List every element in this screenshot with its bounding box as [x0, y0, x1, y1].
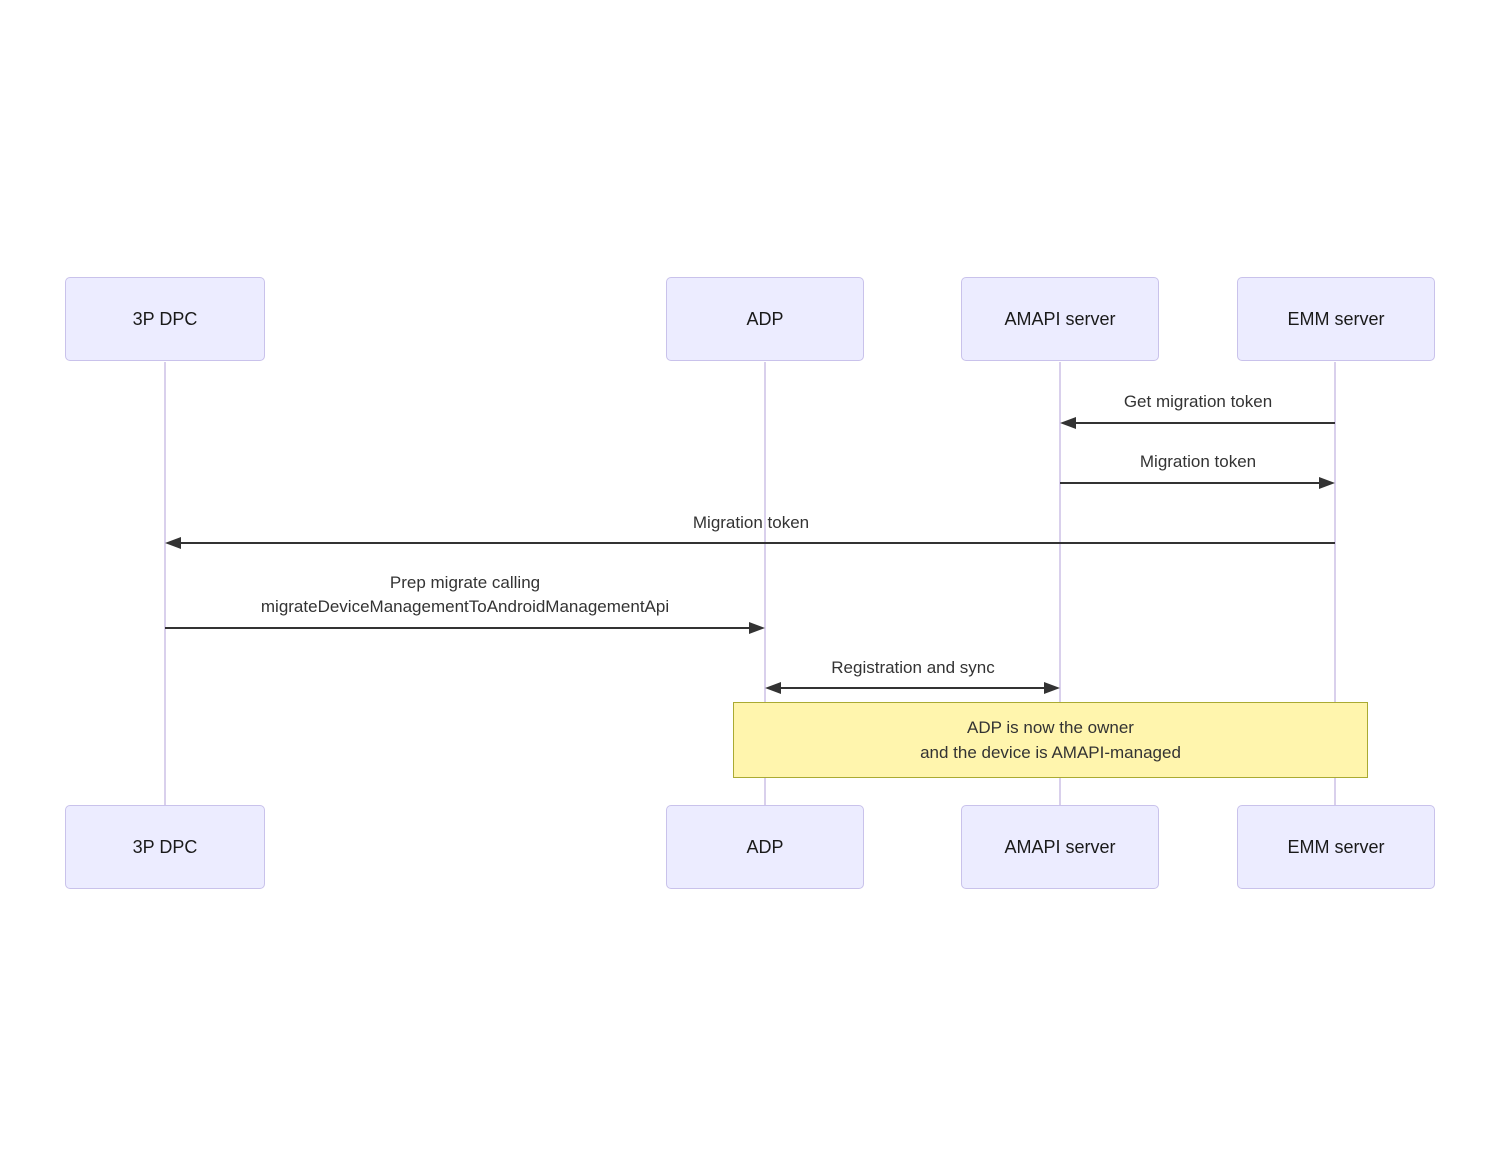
message-line	[1076, 422, 1335, 424]
note-line2: and the device is AMAPI-managed	[920, 743, 1181, 762]
actor-label: ADP	[746, 836, 784, 857]
actor-label: 3P DPC	[132, 308, 198, 329]
actor-label: EMM server	[1287, 836, 1385, 857]
actor-top-emm-server: EMM server	[1237, 277, 1435, 361]
arrowhead-right-icon	[1319, 477, 1335, 489]
message-line	[781, 687, 1045, 689]
actor-top-3p-dpc: 3P DPC	[65, 277, 265, 361]
message-label-line2: migrateDeviceManagementToAndroidManageme…	[260, 597, 670, 616]
actor-label: AMAPI server	[1004, 836, 1116, 857]
actor-label: EMM server	[1287, 308, 1385, 329]
actor-bottom-3p-dpc: 3P DPC	[65, 805, 265, 889]
arrowhead-left-icon	[1060, 417, 1076, 429]
actor-bottom-emm-server: EMM server	[1237, 805, 1435, 889]
note-line1: ADP is now the owner	[967, 718, 1134, 737]
arrowhead-left-icon	[165, 537, 181, 549]
actor-bottom-adp: ADP	[666, 805, 864, 889]
message-label-get-migration-token: Get migration token	[1123, 392, 1273, 411]
actor-label: AMAPI server	[1004, 308, 1116, 329]
note-box: ADP is now the owner and the device is A…	[733, 702, 1368, 778]
message-line	[1060, 482, 1319, 484]
actor-bottom-amapi-server: AMAPI server	[961, 805, 1159, 889]
actor-top-adp: ADP	[666, 277, 864, 361]
actor-top-amapi-server: AMAPI server	[961, 277, 1159, 361]
message-label-line1: Prep migrate calling	[389, 573, 541, 592]
message-label-registration-and-sync: Registration and sync	[831, 658, 995, 677]
actor-label: ADP	[746, 308, 784, 329]
lifeline-3p-dpc	[164, 362, 166, 805]
lifeline-adp	[764, 362, 766, 805]
message-label-prep-migrate: Prep migrate calling migrateDeviceManage…	[261, 571, 669, 619]
message-label-migration-token-to-dpc: Migration token	[692, 513, 810, 532]
message-label-migration-token: Migration token	[1139, 452, 1257, 471]
lifeline-emm-server	[1334, 362, 1336, 805]
lifeline-amapi-server	[1059, 362, 1061, 805]
message-line	[181, 542, 1335, 544]
arrowhead-left-icon	[765, 682, 781, 694]
actor-label: 3P DPC	[132, 836, 198, 857]
arrowhead-right-icon	[749, 622, 765, 634]
message-line	[165, 627, 749, 629]
arrowhead-right-icon	[1044, 682, 1060, 694]
